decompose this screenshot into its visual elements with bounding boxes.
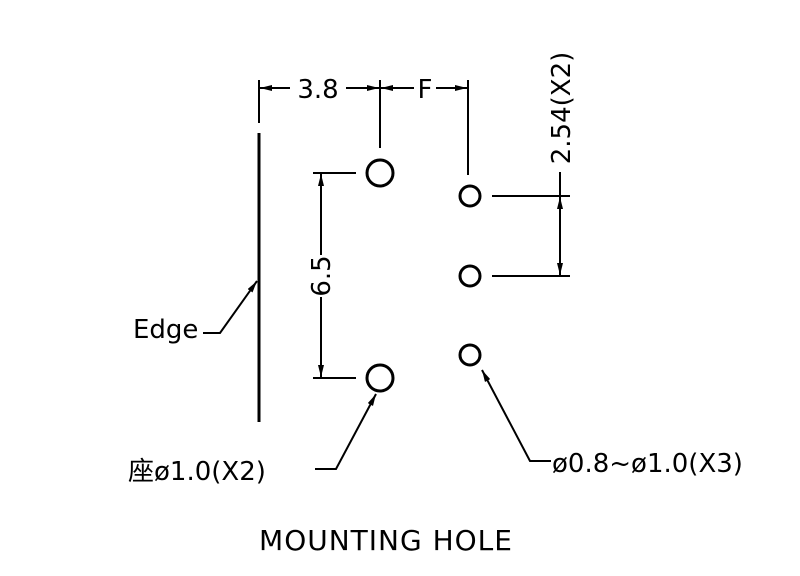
dim-2-54-label: 2.54(X2) <box>547 52 577 165</box>
pin-hole-3 <box>458 343 482 367</box>
dim-6-5-label: 6.5 <box>307 255 337 296</box>
pin-hole-2 <box>458 264 482 288</box>
pin-hole-leader <box>481 369 551 462</box>
edge-leader <box>203 280 258 334</box>
edge-label: Edge <box>133 315 198 345</box>
mount-hole-bottom <box>365 363 395 393</box>
mount-hole-label: 座ø1.0(X2) <box>128 457 266 487</box>
dim-3-8-label: 3.8 <box>297 75 338 105</box>
mount-hole-leader <box>315 393 377 470</box>
drawing-title: MOUNTING HOLE <box>259 524 513 557</box>
pin-hole-label: ø0.8~ø1.0(X3) <box>552 449 743 479</box>
pin-hole-1 <box>458 184 482 208</box>
dim-f-label: F <box>418 75 433 105</box>
mount-hole-top <box>365 158 395 188</box>
